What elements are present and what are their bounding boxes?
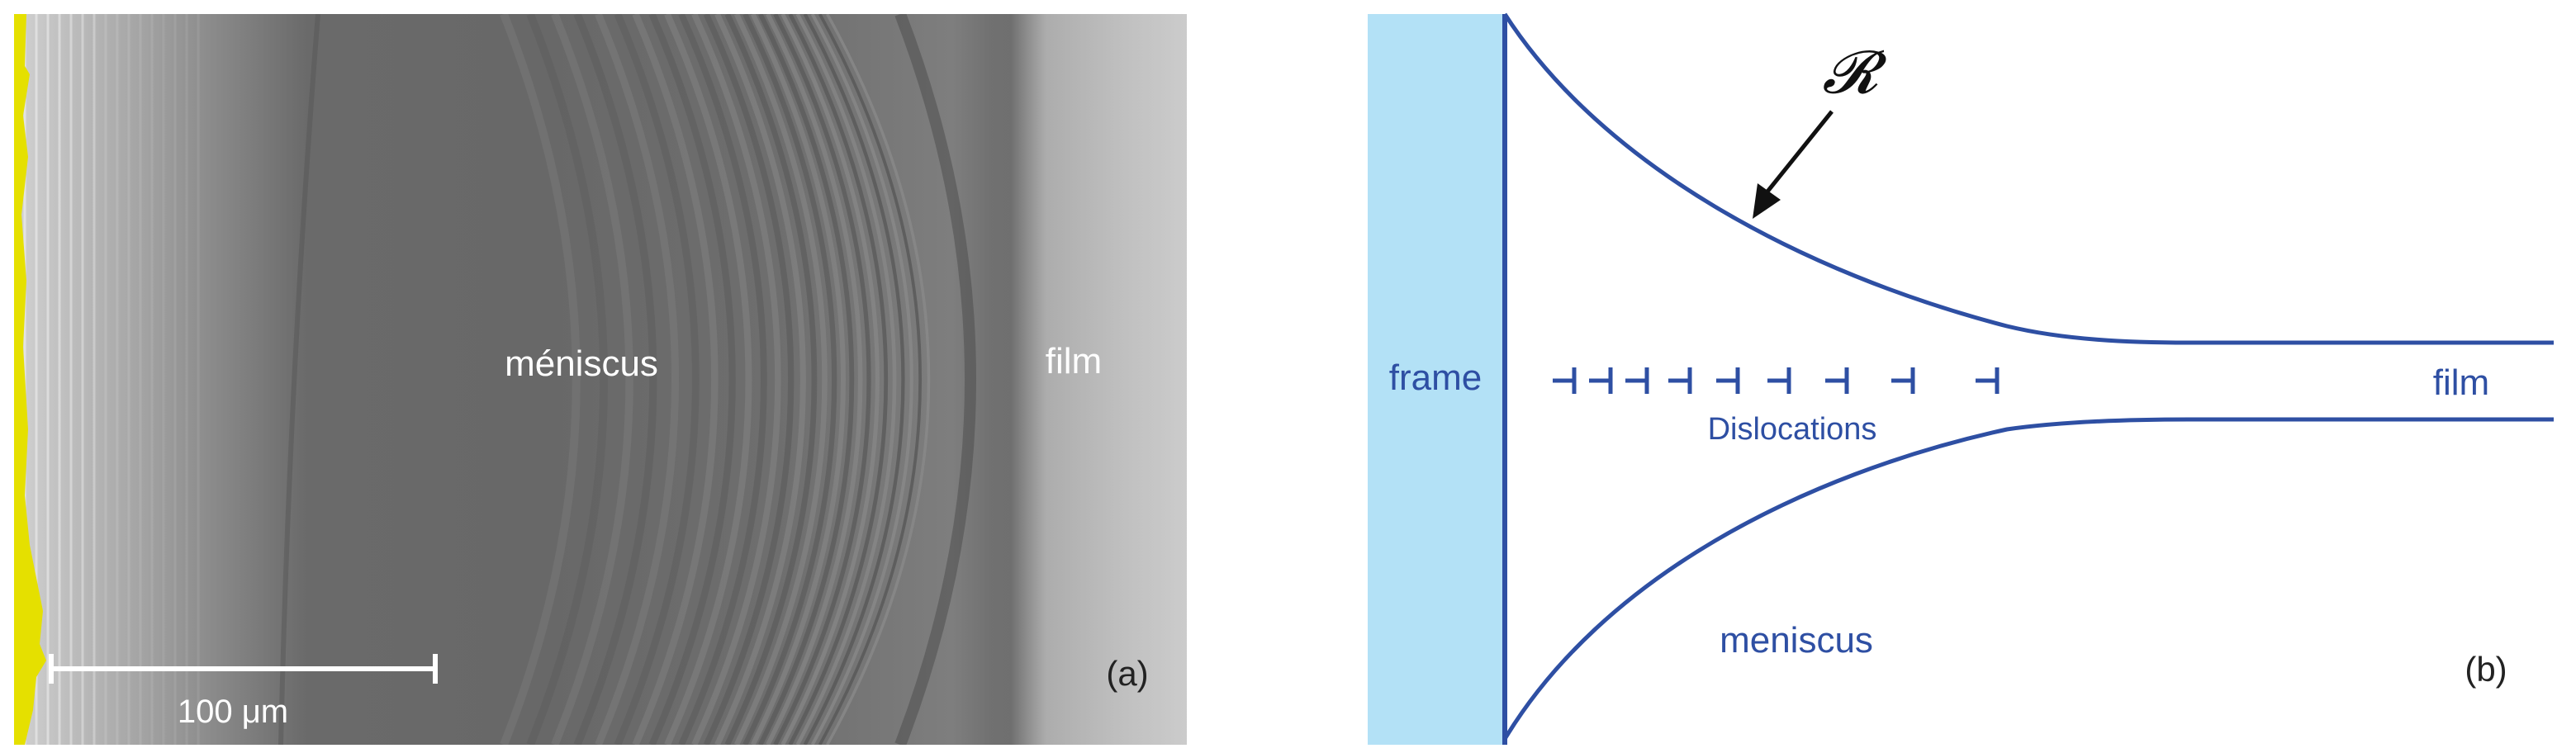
meniscus-label-a: méniscus: [505, 343, 658, 384]
fringe-line: [766, 14, 863, 745]
left-edge-yellow-marks: [14, 14, 46, 745]
dislocation-symbol: [1589, 367, 1613, 394]
fringe-line: [573, 14, 657, 745]
fringe-line: [780, 14, 880, 745]
fringe-line: [742, 14, 837, 745]
fringe-line: [750, 14, 846, 745]
radius-arrow: [1753, 110, 1834, 219]
film-label-a: film: [1046, 341, 1102, 381]
film-region-glow: [991, 14, 1187, 745]
fringe-line: [818, 14, 922, 745]
dislocation-symbol: [1767, 367, 1791, 394]
micrograph-panel: [14, 14, 1187, 745]
dislocation-symbol: [1976, 367, 2000, 394]
dislocation-symbol: [1553, 367, 1577, 394]
transition-line: [278, 14, 320, 745]
dislocation-symbols: [1553, 367, 2000, 394]
lower-meniscus-curve: [1502, 417, 2554, 741]
radius-label: 𝓡: [1822, 37, 1887, 107]
fringe-line: [632, 14, 719, 745]
interference-fringes: [278, 14, 976, 745]
frame-block: [1368, 14, 1505, 745]
fringe-line: [691, 14, 781, 745]
schematic-panel: [1368, 12, 2554, 745]
fringe-line: [648, 14, 736, 745]
dislocations-label: Dislocations: [1708, 412, 1877, 447]
fringe-line: [678, 14, 767, 745]
scale-bar: [49, 654, 438, 684]
panel-tag-a: (a): [1106, 654, 1148, 693]
fringe-line: [614, 14, 700, 745]
fringe-line: [758, 14, 855, 745]
meniscus-label-b: meniscus: [1720, 620, 1873, 661]
upper-meniscus-curve: [1502, 12, 2554, 345]
left-edge-bands: [23, 14, 200, 745]
film-label-b: film: [2433, 362, 2489, 403]
dislocation-symbol: [1825, 367, 1849, 394]
fringe-line: [664, 14, 752, 745]
fringe-line: [714, 14, 806, 745]
fringe-line: [551, 14, 633, 745]
fringe-line: [788, 14, 889, 745]
fringe-line: [733, 14, 828, 745]
fringe-line: [500, 14, 581, 745]
fringe-line: [595, 14, 679, 745]
dislocation-symbol: [1891, 367, 1915, 394]
fringe-line: [773, 14, 871, 745]
fringe-line: [803, 14, 905, 745]
fringe-line: [526, 14, 608, 745]
dislocation-symbol: [1625, 367, 1649, 394]
scale-bar-label: 100 μm: [178, 694, 288, 730]
fringe-line: [795, 14, 897, 745]
frame-label: frame: [1389, 358, 1482, 398]
meniscus-boundary-fringe: [894, 14, 976, 745]
fringe-line: [826, 14, 931, 745]
fringe-line: [724, 14, 818, 745]
dislocation-symbol: [1716, 367, 1740, 394]
panel-tag-b: (b): [2465, 650, 2507, 689]
fringe-line: [703, 14, 795, 745]
fringe-line: [810, 14, 913, 745]
dislocation-symbol: [1668, 367, 1692, 394]
